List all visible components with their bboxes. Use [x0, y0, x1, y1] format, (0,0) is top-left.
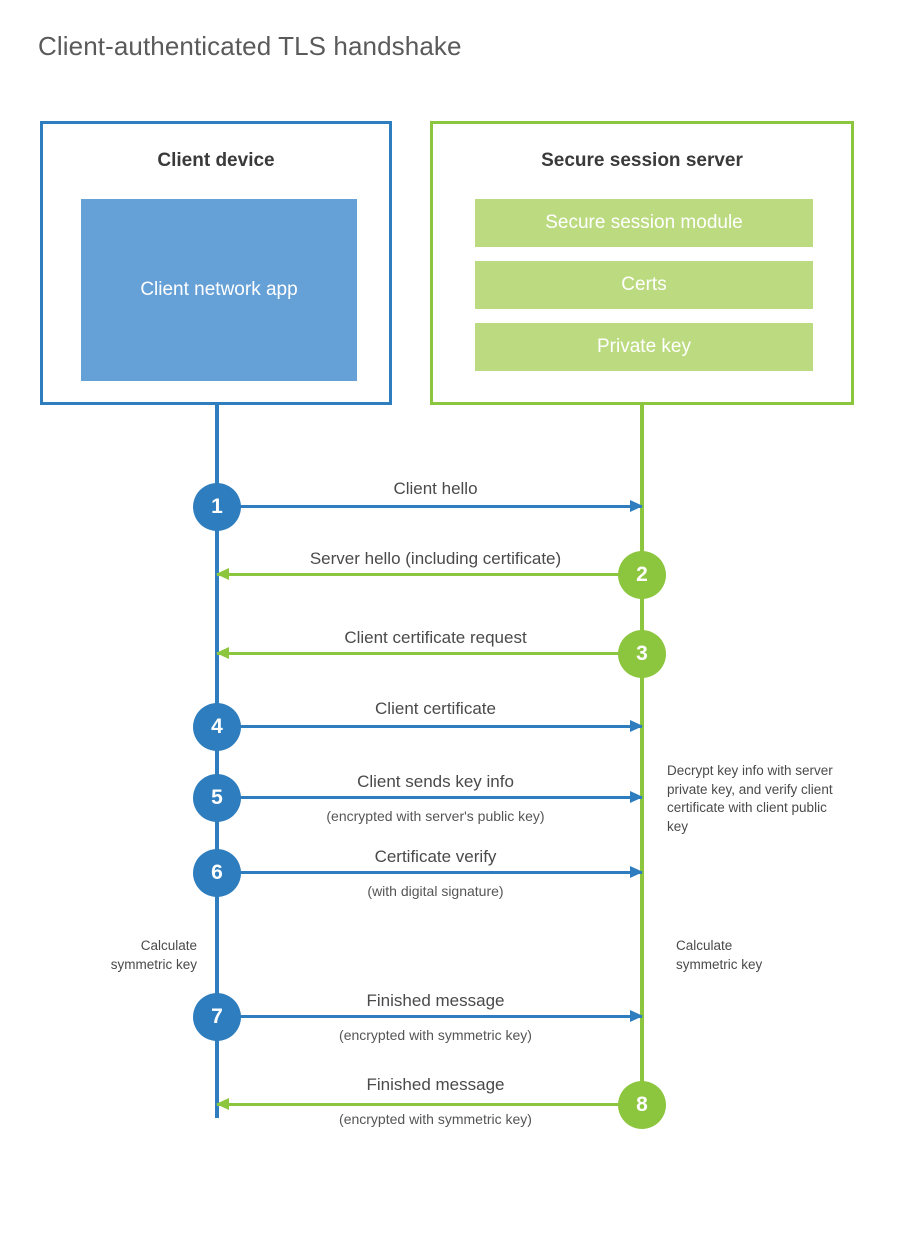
arrow-step-2 [216, 568, 642, 580]
page-title: Client-authenticated TLS handshake [38, 31, 462, 61]
arrow-step-3 [216, 647, 642, 659]
note-server-decrypt-verify: Decrypt key info with server private key… [667, 763, 833, 834]
msg-label-step-6: Certificate verify [374, 847, 497, 866]
msg-sublabel-step-8: (encrypted with symmetric key) [339, 1111, 532, 1127]
server-component-list: Secure session module Certs Private key [475, 199, 813, 371]
step-circle-2: 2 [618, 551, 666, 599]
arrow-step-1 [217, 500, 643, 512]
arrow-step-4 [217, 720, 643, 732]
arrow-step-7 [217, 1010, 643, 1022]
arrowhead-right-icon [630, 1010, 643, 1022]
msg-label-step-8: Finished message [366, 1075, 505, 1094]
msg-label-step-5: Client sends key info [357, 772, 514, 791]
step-circle-8: 8 [618, 1081, 666, 1129]
msg-label-step-1: Client hello [393, 479, 478, 498]
msg-label-step-7: Finished message [366, 991, 505, 1010]
step-circle-7: 7 [193, 993, 241, 1041]
note-server-calculate-symmetric-key: Calculate symmetric key [676, 937, 836, 974]
step-circle-5: 5 [193, 774, 241, 822]
arrow-step-6 [217, 866, 643, 878]
arrowhead-left-icon [216, 647, 229, 659]
arrowhead-right-icon [630, 500, 643, 512]
step-circle-4: 4 [193, 703, 241, 751]
arrow-step-8 [216, 1098, 642, 1110]
msg-label-step-2: Server hello (including certificate) [309, 549, 562, 568]
note-server-calculate-line1: Calculate [676, 938, 733, 953]
client-network-app-block: Client network app [81, 199, 357, 381]
server-component-private-key: Private key [475, 323, 813, 371]
arrowhead-right-icon [630, 866, 643, 878]
note-client-calculate-line2: symmetric key [110, 956, 197, 972]
msg-label-step-4: Client certificate [375, 699, 496, 718]
note-client-calculate-symmetric-key: Calculate symmetric key [60, 937, 197, 974]
step-circle-3: 3 [618, 630, 666, 678]
server-component-secure-session-module: Secure session module [475, 199, 813, 247]
server-component-certs: Certs [475, 261, 813, 309]
msg-sublabel-step-6: (with digital signature) [367, 883, 504, 899]
step-circle-1: 1 [193, 483, 241, 531]
step-circle-6: 6 [193, 849, 241, 897]
msg-label-step-3: Client certificate request [344, 628, 527, 647]
msg-sublabel-step-5: (encrypted with server's public key) [326, 808, 545, 824]
note-client-calculate-line1: Calculate [140, 938, 197, 953]
arrow-step-5 [217, 791, 643, 803]
client-device-box: Client device Client network app [40, 121, 392, 405]
secure-session-server-box: Secure session server Secure session mod… [430, 121, 854, 405]
server-lifeline [640, 405, 644, 1105]
arrowhead-left-icon [216, 1098, 229, 1110]
note-server-calculate-line2: symmetric key [676, 956, 763, 972]
client-device-title: Client device [157, 150, 275, 171]
arrowhead-left-icon [216, 568, 229, 580]
msg-sublabel-step-7: (encrypted with symmetric key) [339, 1027, 532, 1043]
secure-session-server-title: Secure session server [541, 150, 743, 171]
client-lifeline [215, 405, 219, 1118]
arrowhead-right-icon [630, 720, 643, 732]
arrowhead-right-icon [630, 791, 643, 803]
